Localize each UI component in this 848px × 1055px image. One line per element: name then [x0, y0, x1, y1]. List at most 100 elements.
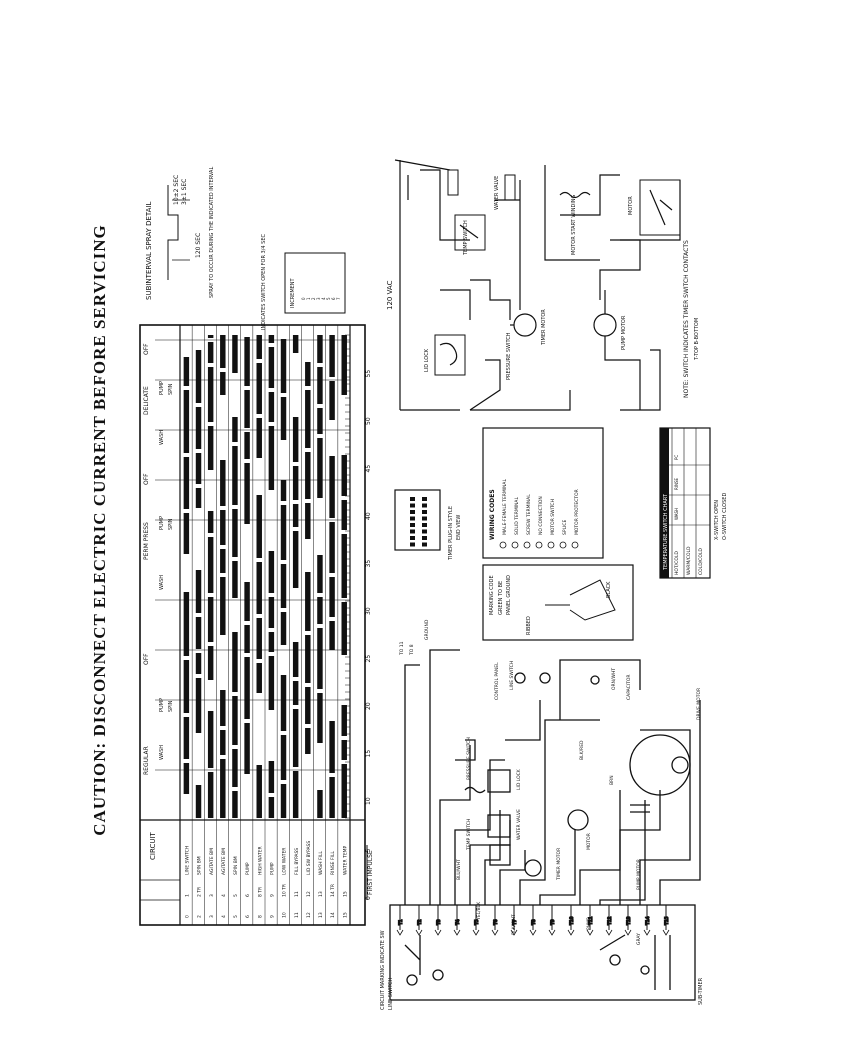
wire-label: DRIVE MOTOR	[696, 688, 702, 720]
chart-row-name: LID SW BYPASS	[306, 841, 312, 875]
marking-ribbed: RIBBED	[526, 616, 532, 635]
chart-row-term: 12	[306, 891, 312, 897]
terminal-label: T6	[493, 919, 499, 926]
chart-bar	[292, 531, 299, 588]
chart-bar	[280, 397, 287, 440]
chart-bar	[232, 509, 238, 557]
increment-row: 7	[336, 297, 341, 300]
motor-label: MOTOR	[628, 196, 634, 215]
chart-bar	[195, 488, 202, 508]
chart-bar	[220, 577, 226, 635]
chart-bar	[341, 534, 347, 598]
chart-bar	[280, 564, 287, 608]
chart-row-num: 2	[197, 915, 203, 918]
chart-bar	[329, 456, 335, 518]
sub-wash-1: WASH	[159, 745, 165, 760]
wiring-code-item: NO CONNECTION	[538, 496, 544, 535]
cycle-heading-perm-press: PERM PRESS	[143, 522, 150, 560]
bottom-circuit-label: CIRCUIT MARKING INDICATE SW	[380, 930, 386, 1010]
chart-bar	[280, 612, 287, 645]
chart-tick-label: 20	[365, 702, 372, 710]
chart-tick-label: 50	[365, 417, 372, 425]
marking-code-box: MARKING CODE GREEN TO BE PANEL GROUND RI…	[482, 564, 634, 641]
chart-bar	[207, 426, 214, 470]
wire-label: BRN	[609, 775, 615, 785]
marking-line-1: GREEN TO BE	[498, 581, 504, 615]
chart-bar	[232, 417, 238, 442]
wire-label: TO 11	[399, 641, 405, 656]
wiring-code-symbol	[535, 541, 543, 549]
chart-row-name: LINE SWITCH	[185, 846, 191, 875]
terminal-label: T12	[607, 916, 613, 926]
off-label-1: OFF	[143, 653, 150, 665]
sub-pump-2: PUMP	[159, 516, 165, 530]
chart-row-num: 9	[270, 915, 276, 918]
wiring-code-item: SOLID TERMINAL	[514, 496, 520, 535]
chart-bar	[195, 407, 202, 449]
chart-bar	[329, 577, 335, 617]
chart-bar	[292, 417, 299, 462]
circuit-header: CIRCUIT	[149, 831, 157, 860]
schematic-note-2: T-TOP B-BOTTOM	[694, 318, 700, 361]
wiring-code-item: MOTOR SWITCH	[550, 499, 556, 535]
pressure-switch-label: PRESSURE SWITCH	[506, 332, 512, 380]
chart-tick-label: 10	[365, 797, 372, 805]
chart-bar	[256, 418, 262, 458]
chart-bar	[232, 446, 238, 505]
chart-bar	[268, 335, 275, 343]
chart-bar	[280, 675, 287, 731]
chart-bar	[292, 504, 299, 527]
chart-row-name: RINSE FILL	[330, 851, 336, 875]
chart-bar	[232, 696, 238, 745]
wiring-code-symbol	[499, 541, 507, 549]
terminal-label: T15	[664, 916, 670, 926]
increment-row: 4	[321, 297, 326, 300]
terminal-label: T9	[550, 919, 556, 926]
chart-row-name: WASH FILL	[318, 851, 324, 875]
wire-label: WATER VALVE	[516, 809, 522, 840]
terminal-label: T14	[645, 916, 651, 926]
chart-row-term: 10 TR	[282, 884, 288, 897]
sub-wash-2: WASH	[159, 575, 165, 590]
marking-black: BLACK	[606, 581, 612, 598]
chart-bar	[268, 347, 275, 388]
chart-bar	[244, 337, 250, 386]
chart-bar	[232, 335, 238, 373]
wiring-codes-title: WIRING CODES	[489, 489, 496, 540]
plug-pin	[410, 510, 415, 514]
chart-bar	[292, 466, 299, 500]
terminal-label: T11	[588, 916, 594, 926]
chart-row-num: 11	[294, 912, 300, 918]
chart-bar	[329, 335, 335, 377]
chart-bar	[341, 335, 347, 395]
chart-row-name: FILL BYPASS	[294, 848, 300, 875]
chart-row-num: 4	[221, 915, 227, 918]
chart-bar	[220, 549, 226, 573]
timer-motor-label: TIMER MOTOR	[541, 309, 547, 346]
chart-row-num: 8	[257, 915, 263, 918]
chart-row-name: SPIN BM	[233, 856, 239, 875]
plug-pin	[422, 542, 427, 547]
plug-pin	[422, 523, 427, 527]
wiring-code-symbol	[523, 541, 531, 549]
chart-bar	[305, 390, 311, 448]
wire-label: BLK/WHT	[511, 914, 517, 935]
chart-bar	[292, 771, 299, 818]
chart-row-num: 10	[282, 912, 288, 918]
chart-bar	[280, 735, 287, 780]
plug-pin	[410, 542, 415, 547]
schematic-note: NOTE: SWITCH INDICATES TIMER SWITCH CONT…	[683, 240, 690, 398]
chart-bar	[195, 617, 202, 649]
chart-bar	[232, 632, 238, 692]
chart-row-term: 3	[209, 894, 215, 897]
wire-label: TO 8	[409, 644, 415, 656]
spray-timing-1: 10±2 SEC	[173, 175, 180, 205]
chart-tick-label: 55	[365, 370, 372, 378]
increment-row: 2	[311, 297, 316, 300]
chart-bar	[207, 367, 214, 422]
chart-bar	[207, 335, 214, 338]
chart-bar	[183, 660, 190, 713]
